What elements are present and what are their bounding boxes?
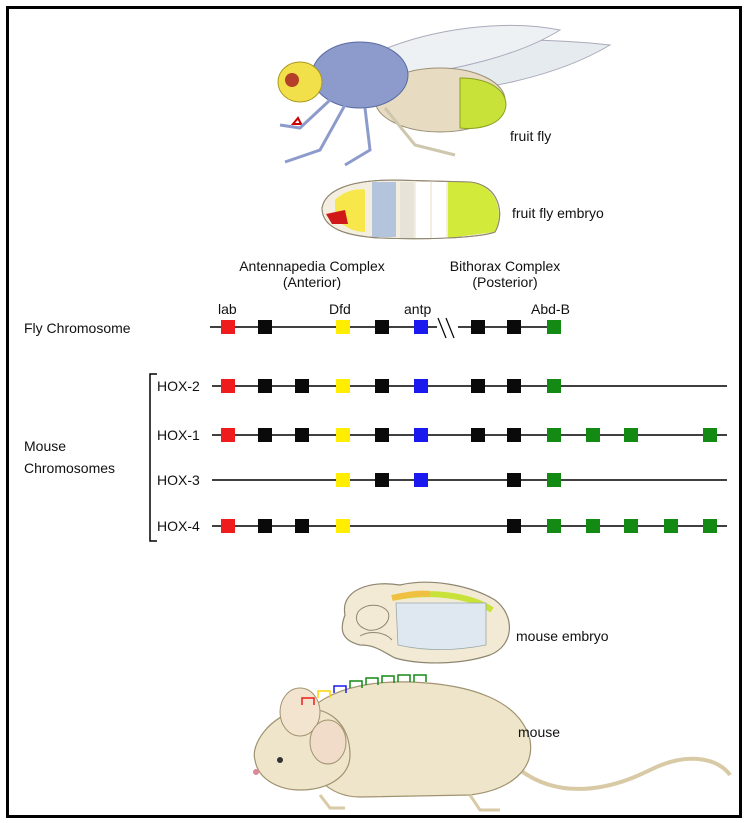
hox-3-gene-blue-box — [414, 473, 428, 487]
hox-1-gene-green-box — [547, 428, 561, 442]
hox-1-gene-black-box — [375, 428, 389, 442]
hox-4-gene-yellow-box — [336, 519, 350, 533]
hox-3-gene-black-box — [507, 473, 521, 487]
fruit-fly-label: fruit fly — [510, 128, 551, 144]
hox-2-gene-yellow-box — [336, 379, 350, 393]
hox-1-gene-green-box — [703, 428, 717, 442]
fruit-fly-embryo-label: fruit fly embryo — [512, 205, 604, 221]
hox-2-gene-black-box — [258, 379, 272, 393]
bithorax-complex-subtitle: (Posterior) — [430, 274, 580, 290]
hox-2-gene-black-box — [471, 379, 485, 393]
hox-3-gene-green-box — [547, 473, 561, 487]
gene-label-dfd: Dfd — [329, 301, 351, 317]
mouse-chromosome-lines — [150, 374, 727, 541]
mouse-illustration — [253, 675, 730, 810]
fly-gene-red-box — [221, 320, 235, 334]
fly-gene-blue-box — [414, 320, 428, 334]
hox-3-gene-yellow-box — [336, 473, 350, 487]
hox-1-gene-red-box — [221, 428, 235, 442]
hox-1-gene-blue-box — [414, 428, 428, 442]
mouse-chromosomes-label-line2: Chromosomes — [24, 460, 115, 476]
hox-4-gene-green-box — [664, 519, 678, 533]
fruit-fly-embryo-illustration — [322, 180, 500, 239]
hox3-label: HOX-3 — [157, 472, 200, 488]
mouse-label: mouse — [518, 724, 560, 740]
fly-gene-black-box — [471, 320, 485, 334]
mouse-chromosomes-label-line1: Mouse — [24, 438, 66, 454]
antennapedia-complex-subtitle: (Anterior) — [222, 274, 402, 290]
hox-4-gene-green-box — [703, 519, 717, 533]
hox-2-gene-green-box — [547, 379, 561, 393]
hox-4-gene-green-box — [624, 519, 638, 533]
hox2-label: HOX-2 — [157, 378, 200, 394]
hox1-label: HOX-1 — [157, 427, 200, 443]
fruit-fly-illustration — [278, 25, 610, 165]
gene-boxes — [221, 320, 717, 533]
fly-gene-yellow-box — [336, 320, 350, 334]
hox-4-gene-green-box — [547, 519, 561, 533]
hox-2-gene-black-box — [507, 379, 521, 393]
gene-label-antp: antp — [404, 301, 431, 317]
hox-1-gene-green-box — [624, 428, 638, 442]
fly-gene-black-box — [375, 320, 389, 334]
hox-4-gene-green-box — [586, 519, 600, 533]
hox-2-gene-black-box — [375, 379, 389, 393]
hox-4-gene-black-box — [507, 519, 521, 533]
fly-chromosome-label: Fly Chromosome — [24, 320, 131, 336]
hox-1-gene-black-box — [507, 428, 521, 442]
hox-4-gene-black-box — [295, 519, 309, 533]
bithorax-complex-title: Bithorax Complex — [430, 258, 580, 274]
gene-label-lab: lab — [218, 301, 237, 317]
hox-1-gene-black-box — [295, 428, 309, 442]
mouse-embryo-illustration — [342, 582, 509, 663]
mouse-embryo-label: mouse embryo — [516, 628, 609, 644]
hox-3-gene-black-box — [375, 473, 389, 487]
hox-2-gene-black-box — [295, 379, 309, 393]
hox-1-gene-yellow-box — [336, 428, 350, 442]
hox-4-gene-red-box — [221, 519, 235, 533]
fly-gene-green-box — [547, 320, 561, 334]
hox-2-gene-red-box — [221, 379, 235, 393]
hox-1-gene-black-box — [258, 428, 272, 442]
antennapedia-complex-title: Antennapedia Complex — [222, 258, 402, 274]
fly-gene-black-box — [258, 320, 272, 334]
fly-gene-black-box — [507, 320, 521, 334]
hox4-label: HOX-4 — [157, 518, 200, 534]
hox-1-gene-black-box — [471, 428, 485, 442]
hox-4-gene-black-box — [258, 519, 272, 533]
gene-label-abdb: Abd-B — [531, 301, 570, 317]
hox-2-gene-blue-box — [414, 379, 428, 393]
hox-1-gene-green-box — [586, 428, 600, 442]
